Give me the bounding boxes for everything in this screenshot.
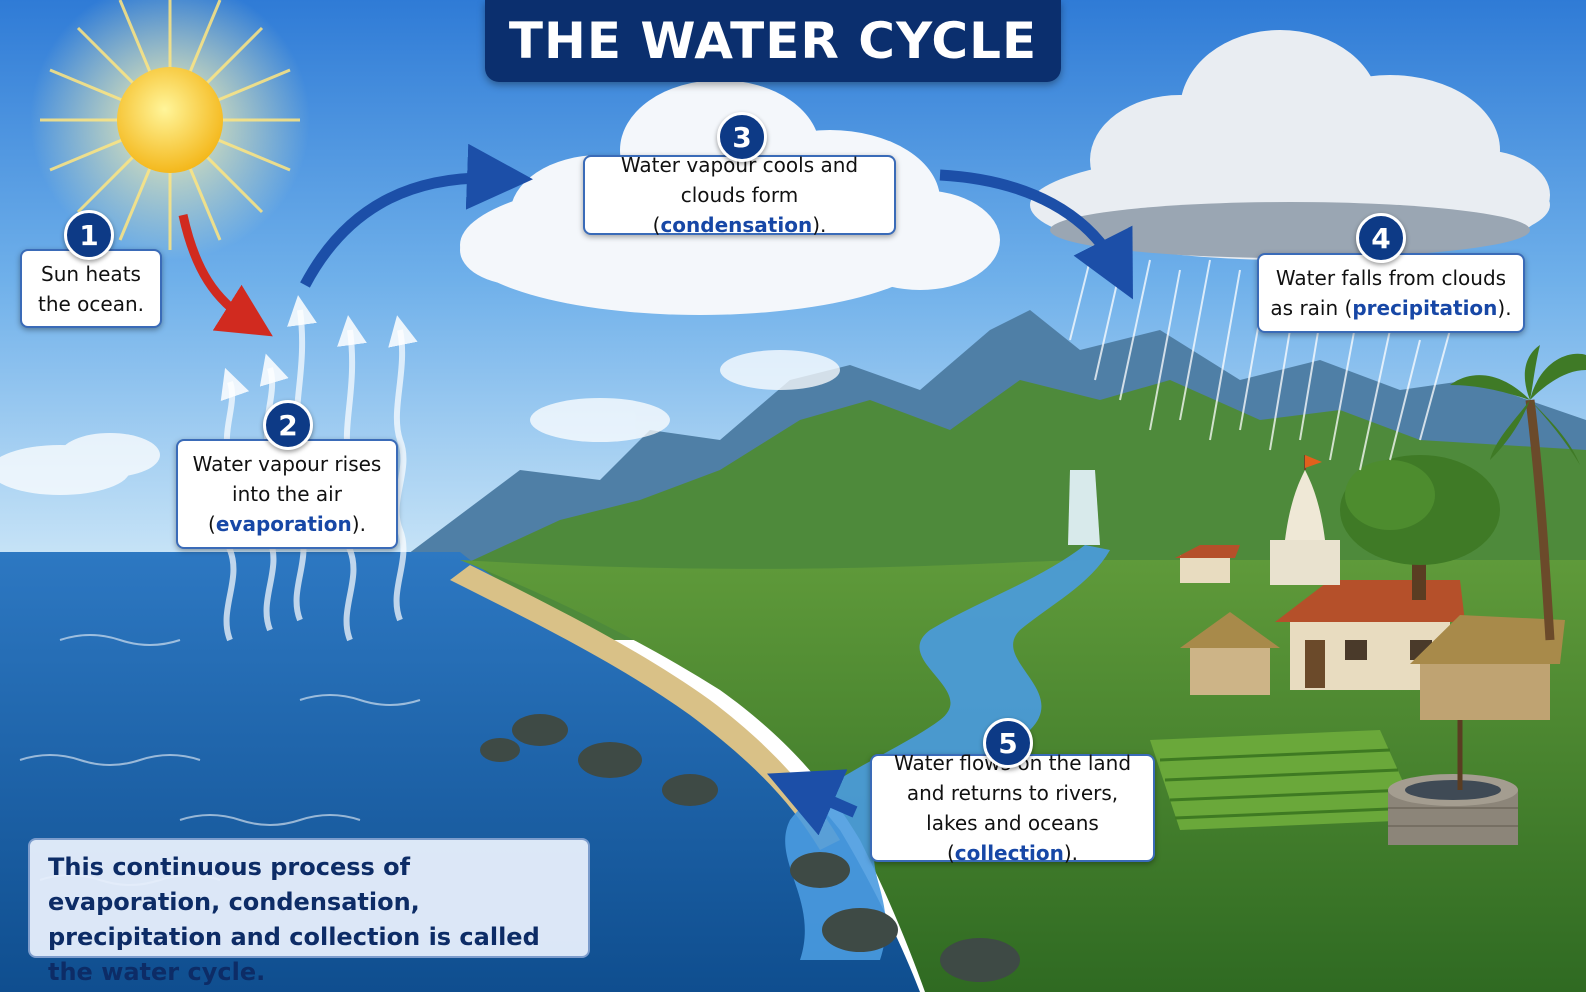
step-1-badge: 1 — [64, 210, 114, 260]
step-2-badge: 2 — [263, 400, 313, 450]
step-4-text-end: ). — [1497, 296, 1512, 320]
evaporation-to-cloud-arrow — [300, 143, 533, 288]
well-icon — [1388, 720, 1518, 845]
river — [785, 545, 1110, 960]
rain-cloud-icon — [1030, 30, 1550, 471]
step-5-text-end: ). — [1063, 841, 1079, 865]
temple-icon — [1270, 455, 1340, 585]
cloud-to-rain-arrow — [939, 169, 1133, 300]
step-4-keyword: precipitation — [1352, 296, 1498, 320]
step-5-keyword: collection — [954, 841, 1064, 865]
step-2-keyword: evaporation — [215, 512, 352, 536]
field — [1150, 730, 1420, 830]
summary-text: This continuous process of evaporation, … — [48, 853, 540, 986]
step-5-box: Water flows on the land and returns to r… — [870, 751, 1155, 865]
step-3-text-end: ). — [812, 213, 827, 237]
tree — [1340, 455, 1500, 600]
collection-arrow — [767, 769, 858, 836]
step-3-badge: 3 — [717, 112, 767, 162]
title-banner: THE WATER CYCLE — [485, 0, 1061, 82]
step-2-text: Water vapour rises into the air ( — [192, 452, 382, 536]
step-5-badge: 5 — [983, 718, 1033, 768]
step-3-box: Water vapour cools and clouds form (cond… — [583, 153, 896, 237]
sun-to-ocean-arrow — [178, 214, 273, 337]
palm-tree-icon — [1450, 345, 1586, 641]
step-2-box: Water vapour rises into the air (evapora… — [176, 439, 398, 549]
step-1-box: Sun heats the ocean. — [20, 249, 162, 328]
step-4-text: Water falls from clouds as rain ( — [1270, 266, 1507, 320]
house-icon — [1175, 545, 1565, 720]
step-3-keyword: condensation — [660, 213, 813, 237]
summary-box: This continuous process of evaporation, … — [28, 838, 590, 986]
step-2-text-end: ). — [351, 512, 366, 536]
page-title: THE WATER CYCLE — [508, 12, 1038, 70]
step-4-box: Water falls from clouds as rain (precipi… — [1257, 253, 1525, 333]
sun-icon — [30, 0, 310, 260]
step-1-text: Sun heats the ocean. — [37, 261, 144, 316]
step-4-badge: 4 — [1356, 213, 1406, 263]
